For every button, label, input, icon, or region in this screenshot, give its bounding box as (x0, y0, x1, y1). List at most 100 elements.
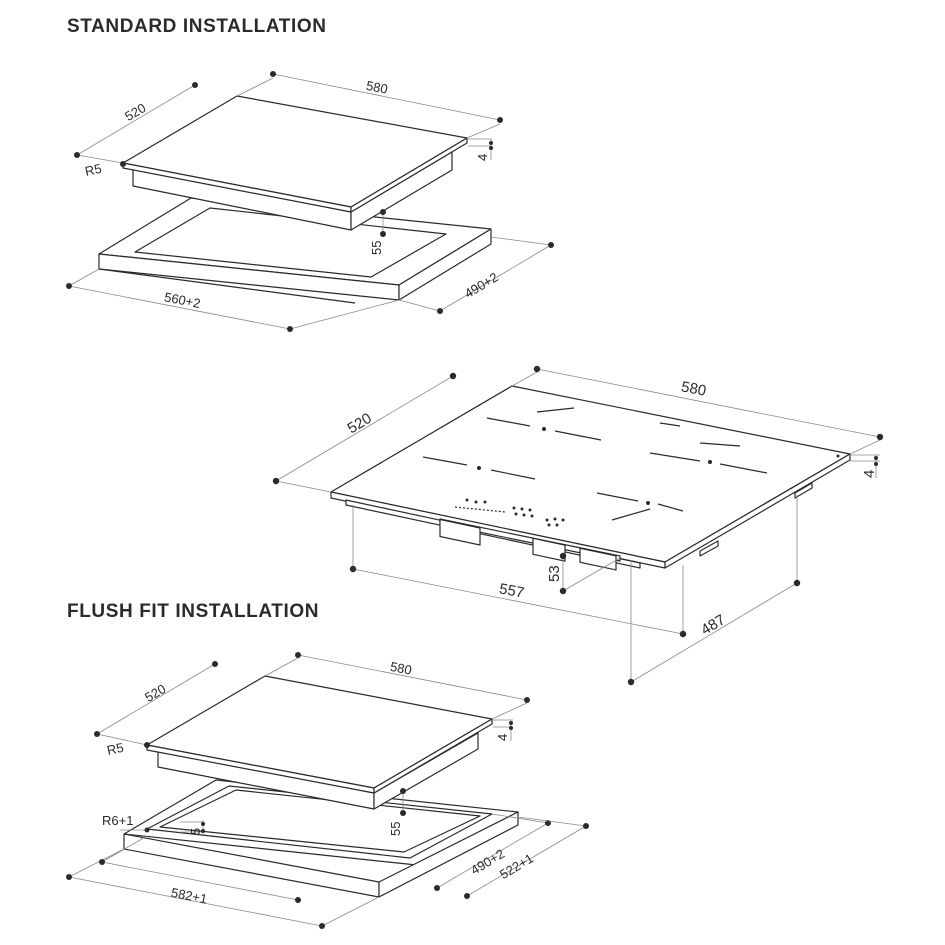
hob-dimensions (272, 365, 884, 686)
flush-hob (146, 675, 493, 810)
zone-center-dot (646, 501, 650, 505)
hob-underside-module (579, 547, 617, 571)
standard-cutout-depth-label: 490+2 (462, 269, 501, 301)
flush-depth-label: 520 (142, 681, 168, 705)
dimension-end-dot (533, 365, 541, 373)
dimension-end-dot (380, 209, 386, 215)
frame-inner-opening (159, 789, 481, 853)
dimension-end-dot (559, 552, 567, 560)
flush-rebate-depth-label: 5 (188, 828, 203, 835)
dimension-end-dot (876, 433, 884, 441)
zone-center-dot (542, 427, 546, 431)
hob-side-edge (664, 453, 851, 569)
frame-side-face (378, 811, 519, 898)
standard-height-label: 55 (369, 241, 384, 255)
standard-radius-label: R5 (84, 161, 103, 179)
dimension-end-dot (319, 923, 325, 929)
standard-installation-title: STANDARD INSTALLATION (67, 16, 327, 37)
hob-overall-drawing: 580 520 4 557 53 487 (272, 365, 884, 686)
hob-underside-module (532, 537, 566, 562)
radius-point-dot (144, 742, 150, 748)
standard-cutout-frame (98, 197, 492, 304)
frame-inner-opening (134, 207, 447, 278)
dimension-end-dot (380, 231, 386, 237)
hob-bracket (699, 540, 719, 557)
dimension-end-dot (509, 726, 513, 730)
hob-underside-depth-label: 487 (698, 611, 728, 638)
hob-glass-surface (330, 385, 851, 563)
dimension-end-dot (66, 283, 72, 289)
dimension-end-dot (679, 630, 687, 638)
dimension-end-dot (874, 462, 878, 466)
dimension-end-dot (400, 810, 406, 816)
flush-fit-installation-drawing: 580 520 R5 4 55 R6+1 5 582+1 490+2 522+1 (66, 652, 589, 929)
dimension-end-dot (437, 308, 443, 314)
standard-glass-thickness-label: 4 (475, 154, 490, 161)
dimension-end-dot (295, 652, 301, 658)
dimension-end-dot (489, 141, 493, 145)
dimension-end-dot (793, 579, 801, 587)
dimension-end-dot (99, 859, 105, 865)
dimension-end-dot (400, 788, 406, 794)
dimension-end-dot (287, 326, 293, 332)
dimension-end-dot (434, 885, 440, 891)
flush-glass-thickness-label: 4 (495, 734, 510, 741)
dimension-end-dot (874, 456, 878, 460)
hob-underside-width-label: 557 (498, 580, 526, 601)
dimension-end-dot (212, 661, 218, 667)
hob-underside-height-label: 53 (546, 565, 563, 582)
flush-dimensions (66, 652, 589, 929)
frame-side-face (398, 228, 492, 301)
flush-height-label: 55 (388, 822, 403, 836)
dimension-end-dot (192, 82, 198, 88)
dimension-end-dot (272, 477, 280, 485)
dimension-end-dot (464, 893, 470, 899)
hob-cooking-zones (422, 407, 768, 521)
dimension-end-dot (559, 587, 567, 595)
standard-cutout-width-label: 560+2 (163, 289, 202, 311)
zone-center-dot (708, 460, 712, 464)
standard-installation-drawing: 580 520 R5 4 55 560+2 490+2 (66, 71, 554, 332)
hob-glass-side-edge (350, 137, 468, 213)
radius-point-dot (120, 161, 126, 167)
dimension-end-dot (548, 242, 554, 248)
dimension-end-dot (509, 721, 513, 725)
dimension-end-dot (94, 731, 100, 737)
dimension-end-dot (524, 697, 530, 703)
standard-width-label: 580 (365, 78, 389, 97)
hob-depth-label: 520 (345, 410, 375, 437)
dimension-end-dot (497, 117, 503, 123)
hob-glass-thickness-label: 4 (861, 470, 878, 478)
hob-bracket (794, 482, 813, 499)
standard-depth-label: 520 (122, 100, 148, 124)
dimension-end-dot (74, 152, 80, 158)
dimension-end-dot (449, 372, 457, 380)
hob-underside-module (439, 518, 481, 546)
flush-rebate-radius-label: R6+1 (102, 813, 133, 828)
hob-width-label: 580 (680, 378, 708, 399)
dimension-end-dot (270, 71, 276, 77)
dimension-end-dot (201, 829, 205, 833)
flush-cutout-frame (123, 779, 519, 898)
hob-control-panel (454, 422, 840, 527)
dimension-end-dot (295, 897, 301, 903)
dimension-end-dot (201, 822, 205, 826)
flush-radius-label: R5 (106, 740, 125, 758)
flush-cutout-width-label: 582+1 (170, 885, 209, 907)
dimension-end-dot (349, 565, 357, 573)
dimension-end-dot (627, 678, 635, 686)
dimension-end-dot (583, 823, 589, 829)
frame-bottom-edge (98, 268, 356, 304)
dimension-end-dot (489, 146, 493, 150)
hob-glass-side-edge (373, 718, 493, 794)
dimension-end-dot (66, 874, 72, 880)
radius-point-dot (144, 827, 150, 833)
flush-dimension-labels: 580 520 R5 4 55 R6+1 5 582+1 490+2 522+1 (102, 659, 536, 907)
standard-hob (122, 95, 468, 231)
flush-width-label: 580 (389, 659, 413, 678)
flush-fit-installation-title: FLUSH FIT INSTALLATION (67, 601, 320, 622)
standard-dimensions (66, 71, 554, 332)
zone-center-dot (477, 466, 481, 470)
